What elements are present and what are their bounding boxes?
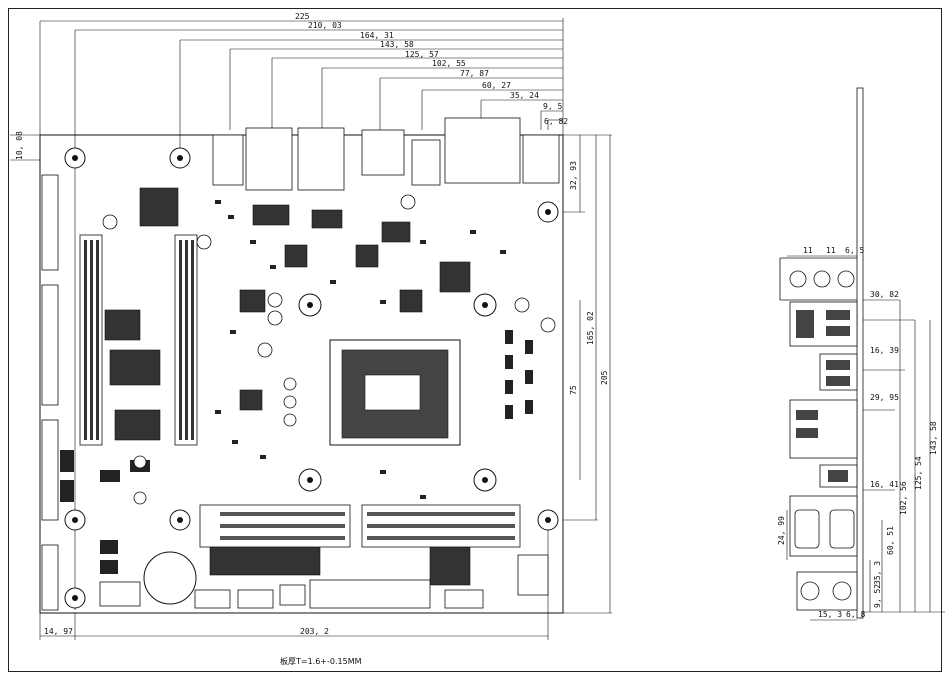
side-view-vga-ports (794, 509, 855, 549)
side-view-ps2-ports (800, 581, 852, 601)
dim-label: 203, 2 (300, 627, 329, 636)
dim-label: 165, 02 (586, 311, 595, 345)
side-view-usb-stacks (789, 301, 858, 611)
dim-label: 29, 95 (870, 393, 899, 402)
io-connectors (212, 117, 560, 191)
dim-label: 60, 51 (886, 526, 895, 555)
dim-label: 205 (600, 370, 609, 385)
top-dimension-lines (39, 18, 564, 610)
dim-label: 102, 55 (432, 59, 466, 68)
dim-label: 9, 5 (543, 102, 562, 111)
dim-label: 16, 41 (870, 480, 899, 489)
dim-label: 143, 58 (929, 421, 938, 455)
dim-label: 77, 87 (460, 69, 489, 78)
dim-label: 225 (295, 12, 310, 21)
bottom-connectors (99, 554, 549, 609)
top-dimension-labels: 225 210, 03 164, 31 143, 58 125, 57 102,… (295, 12, 568, 126)
side-dimension-labels: 10, 08 32, 93 165, 02 205 75 14, 97 203,… (15, 131, 609, 636)
dim-label: 35, 3 (873, 561, 882, 585)
pcie-slot-pins (220, 512, 515, 540)
side-view-panel (779, 87, 864, 619)
dim-label: 16, 39 (870, 346, 899, 355)
dim-label: 11 (803, 246, 813, 255)
cpu-socket (329, 339, 461, 446)
dim-label: 210, 03 (308, 21, 342, 30)
dim-label: 143, 58 (380, 40, 414, 49)
capacitors (102, 194, 556, 505)
cmos-battery (143, 551, 197, 605)
dim-label: 75 (569, 385, 578, 395)
dim-label: 6, 8 (846, 610, 865, 619)
dim-label: 14, 97 (44, 627, 73, 636)
dim-label: 102, 56 (899, 481, 908, 515)
dim-label: 30, 82 (870, 290, 899, 299)
left-edge-headers (41, 174, 59, 611)
dim-label: 10, 08 (15, 131, 24, 160)
dim-label: 9, 52 (873, 584, 882, 608)
dim-label: 35, 24 (510, 91, 539, 100)
memory-slot-pins (84, 240, 194, 440)
dim-label: 125, 57 (405, 50, 439, 59)
dim-label: 32, 93 (569, 161, 578, 190)
dim-label: 24, 99 (777, 516, 786, 545)
side-view-dimension-lines (786, 255, 945, 621)
dim-label: 164, 31 (360, 31, 394, 40)
side-view-dimension-labels: 11 11 6, 5 30, 82 16, 39 29, 95 16, 41 1… (777, 246, 938, 619)
dim-label: 11 (826, 246, 836, 255)
dim-label: 6, 82 (544, 117, 568, 126)
side-view-audio-jacks (789, 270, 855, 288)
dim-label: 60, 27 (482, 81, 511, 90)
mounting-hole-centers (72, 155, 551, 601)
dim-label: 125, 54 (914, 456, 923, 490)
right-dimension-lines (563, 134, 612, 614)
dim-label: 6, 5 (845, 246, 864, 255)
drawing-frame (8, 8, 942, 672)
board-thickness-note: 板厚T=1.6+-0.15MM (280, 657, 362, 666)
dim-label: 15, 3 (818, 610, 842, 619)
side-view-port-detail (796, 310, 850, 482)
chips (104, 187, 471, 586)
